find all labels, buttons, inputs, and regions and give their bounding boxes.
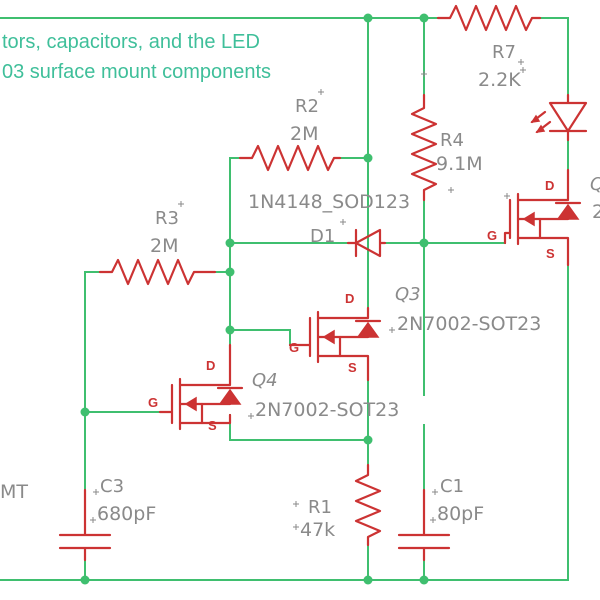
mosfet-q-right: D G S Q 2 [487,168,600,267]
capacitor-c3: C3 680pF [58,476,156,562]
junction [419,575,429,585]
resistor-r3: R3 2M [98,201,217,286]
r4-value: 9.1M [436,153,483,175]
note-line-2: 03 surface mount components [2,61,271,83]
q3-gate-pin: G [289,340,299,355]
junction [225,267,235,277]
r2-value: 2M [290,123,318,145]
resistor-r2: R2 2M [238,89,342,172]
junction [80,407,90,417]
junction [80,575,90,585]
resistor-r1: R1 47k [293,463,382,547]
qr-ref: Q [590,174,600,195]
c3-value: 680pF [97,503,156,525]
junction [225,325,235,335]
wire-c-bottom [84,559,425,581]
resistor-r7: R7 2.2K [436,4,542,91]
q4-ref: Q4 [252,370,278,391]
q4-drain-pin: D [206,358,215,373]
mosfet-q3: D G S Q3 2N7002-SOT23 [288,284,541,382]
capacitor-c1: C1 80pF [397,476,484,562]
mosfet-q4: D G S Q4 2N7002-SOT23 [148,343,399,433]
qr-gate-pin: G [487,228,497,243]
r3-value: 2M [150,235,178,257]
q4-value: 2N7002-SOT23 [255,399,399,421]
q4-gate-pin: G [148,395,158,410]
c1-value: 80pF [437,503,484,525]
wire-r3-left [84,271,101,491]
d1-value: 1N4148_SOD123 [248,191,410,213]
r3-ref: R3 [155,208,179,229]
partial-left-label: MT [0,481,28,503]
junction [363,153,373,163]
junction [363,575,373,585]
qr-drain-pin: D [545,178,554,193]
q3-ref: Q3 [395,284,421,305]
r4-ref: R4 [440,130,464,151]
q4-source-pin: S [208,418,217,433]
junction [363,13,373,23]
c1-ref: C1 [440,476,464,497]
d1-ref: D1 [310,226,335,247]
junction [363,435,373,445]
qr-value: 2 [592,201,600,223]
r2-ref: R2 [295,96,319,117]
wire-r2-left [229,157,241,244]
junction [419,238,429,248]
q3-drain-pin: D [345,291,354,306]
diode-d1: 1N4148_SOD123 D1 [248,187,454,258]
junctions [80,13,429,585]
qr-source-pin: S [546,246,555,261]
junction [419,13,429,23]
resistor-r4: R4 9.1M [410,71,483,202]
junction [225,238,235,248]
led [530,93,588,142]
wires [0,17,569,581]
q3-source-pin: S [348,360,357,375]
r7-ref: R7 [492,42,516,63]
r7-value: 2.2K [478,69,521,91]
note-line-1: tors, capacitors, and the LED [2,31,260,53]
c3-ref: C3 [100,476,124,497]
r1-ref: R1 [308,497,332,518]
r1-value: 47k [300,519,335,541]
q3-value: 2N7002-SOT23 [397,313,541,335]
